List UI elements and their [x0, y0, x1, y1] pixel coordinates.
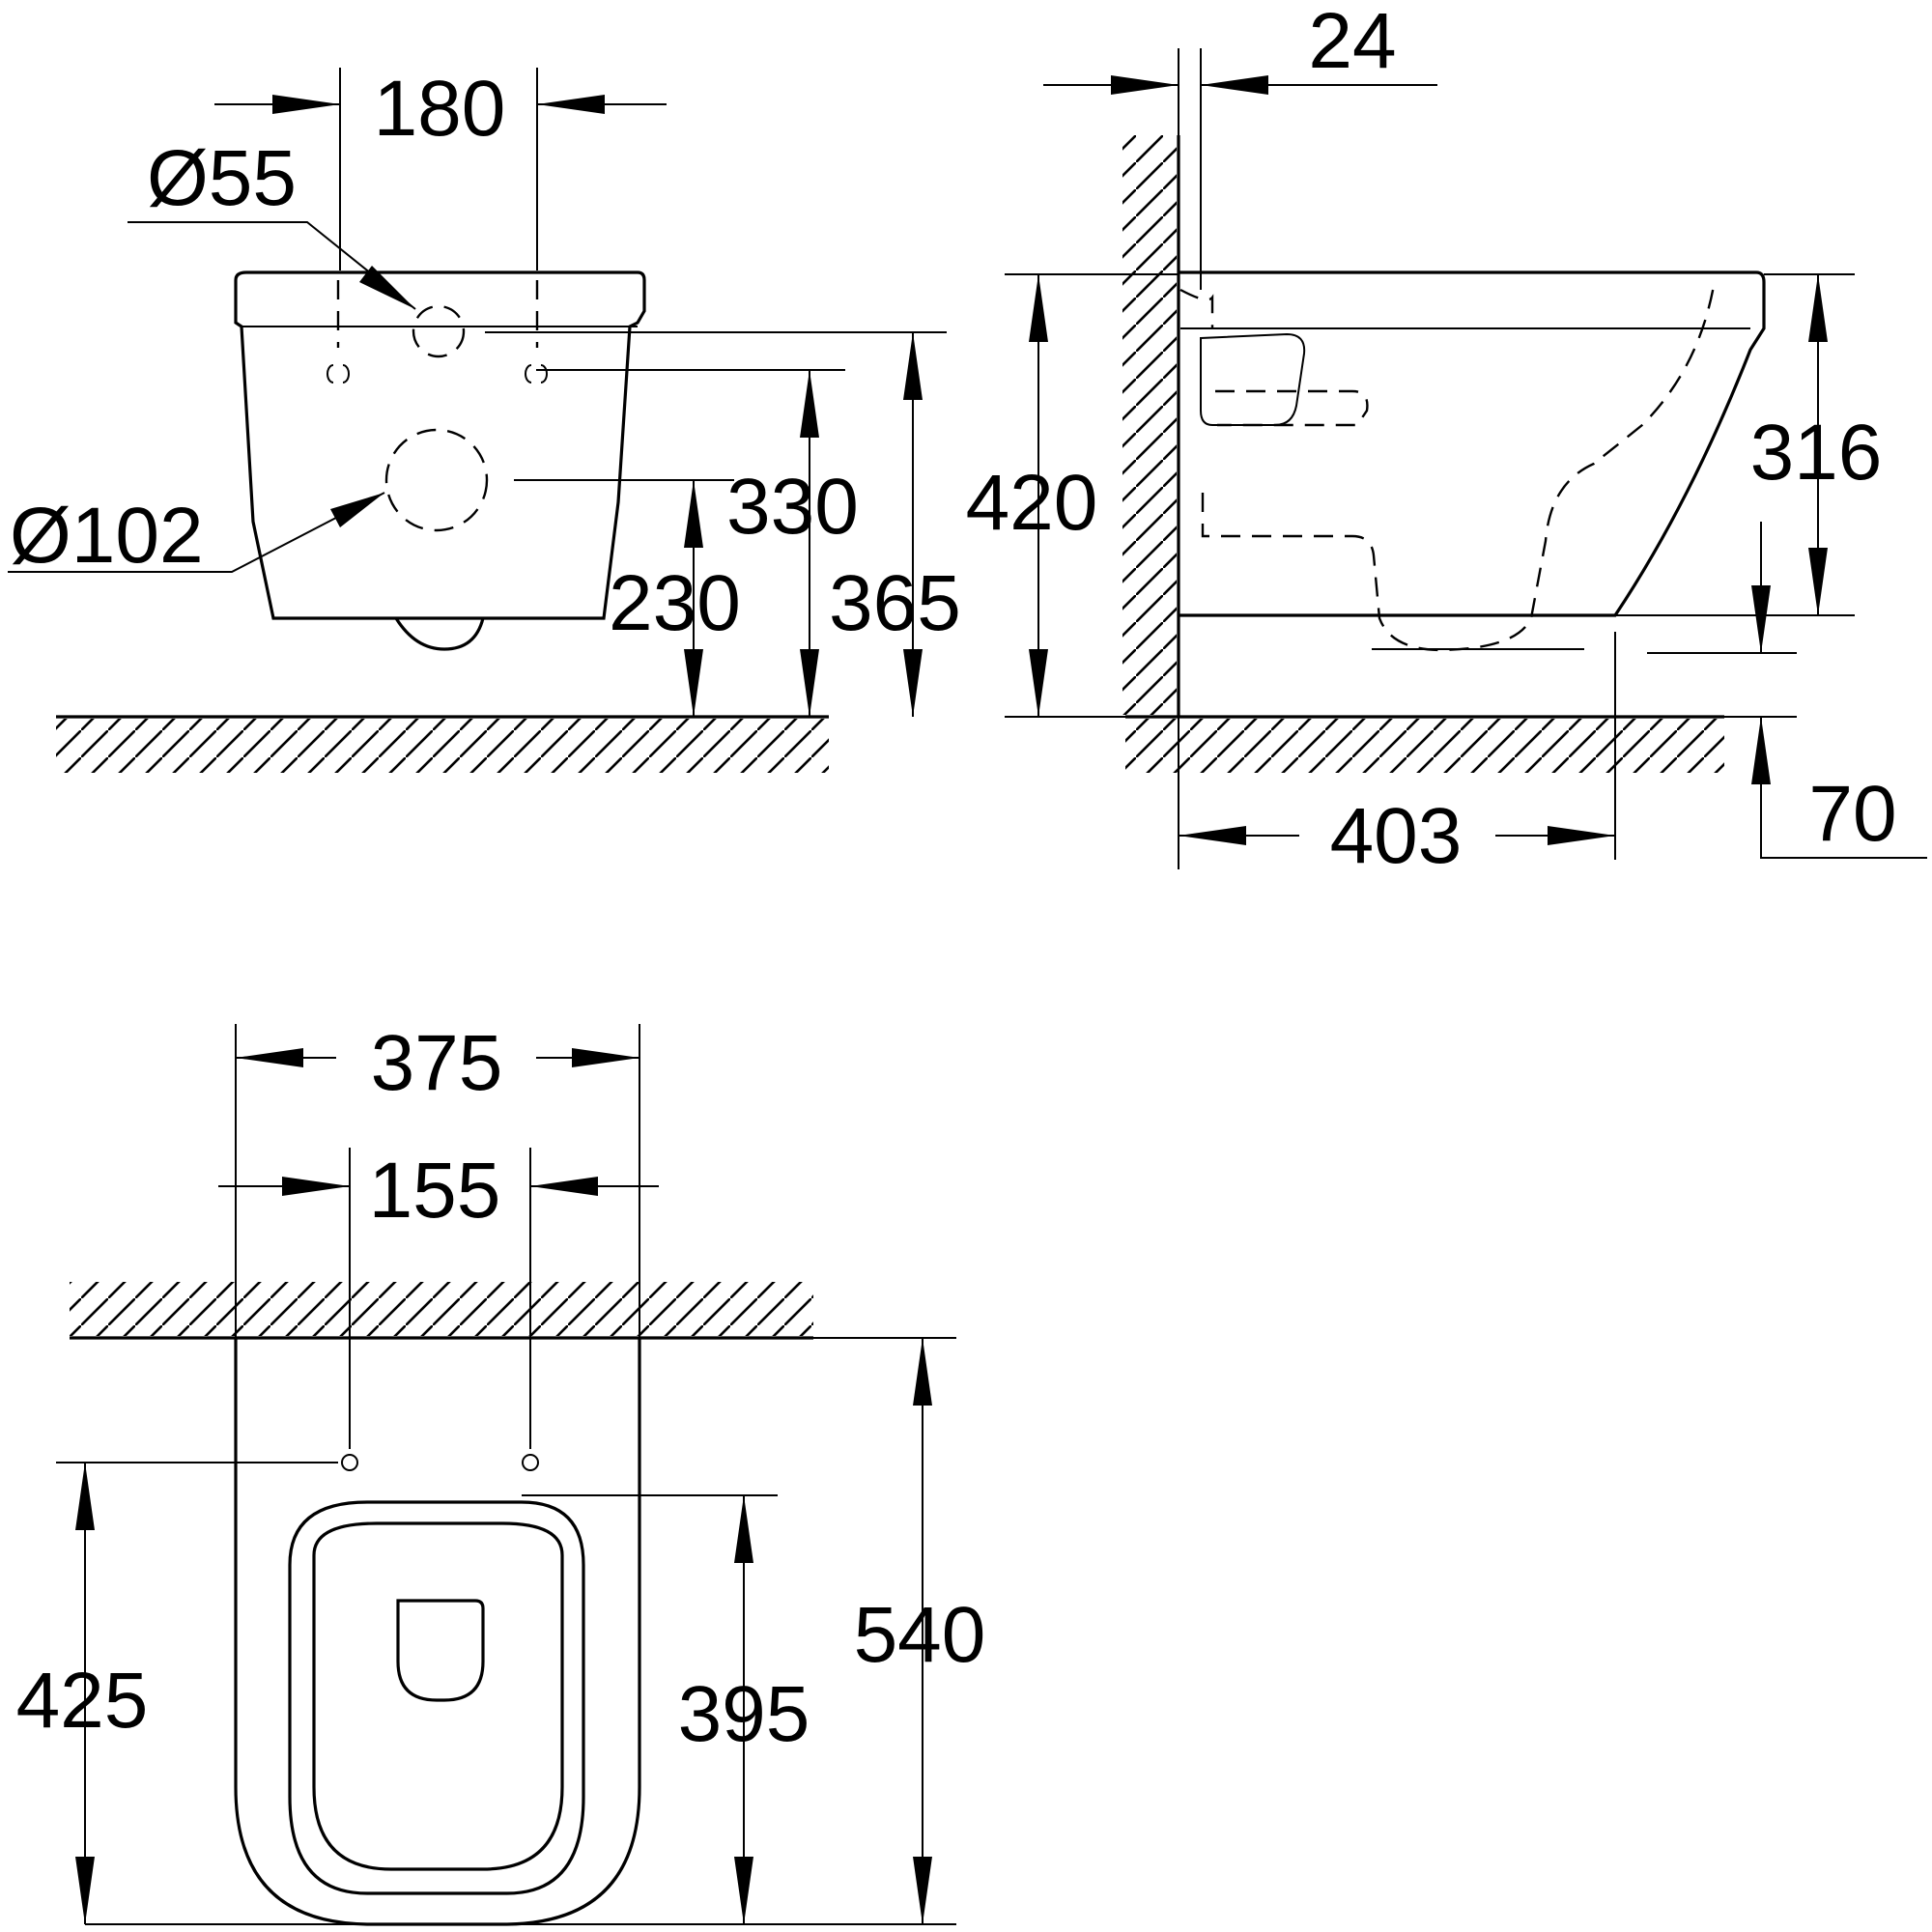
dim-24: 24 [1308, 0, 1396, 85]
dim-365: 365 [829, 559, 961, 647]
side-bowl-outline [1179, 270, 1766, 860]
dim-425: 425 [16, 1657, 149, 1745]
top-bowl-outline [234, 1338, 641, 1926]
dim-403: 403 [1330, 792, 1463, 880]
front-dimension-lines [8, 68, 947, 717]
side-view: 24 420 316 403 70 [966, 0, 1927, 880]
side-floor [1125, 715, 1724, 773]
dim-375: 375 [371, 1019, 503, 1107]
dim-316: 316 [1750, 409, 1883, 497]
dim-inlet-diameter: Ø55 [147, 134, 297, 222]
dim-540: 540 [854, 1591, 986, 1679]
dim-180: 180 [374, 65, 506, 153]
side-wall [1122, 48, 1202, 717]
dim-420: 420 [966, 459, 1098, 547]
dim-230: 230 [609, 559, 741, 647]
dim-395: 395 [678, 1670, 810, 1758]
top-view: 375 155 540 425 395 [16, 1019, 986, 1926]
dim-155: 155 [369, 1147, 501, 1235]
top-dimension-lines [56, 1024, 956, 1925]
front-bowl-outline [234, 270, 646, 651]
dim-330: 330 [726, 463, 859, 551]
dim-70: 70 [1808, 770, 1896, 858]
front-view: 180 Ø55 Ø102 330 230 365 [8, 65, 961, 773]
front-floor [56, 715, 829, 773]
dim-outlet-diameter: Ø102 [10, 492, 204, 580]
top-wall [70, 1282, 813, 1340]
side-dimension-lines [1005, 75, 1927, 869]
